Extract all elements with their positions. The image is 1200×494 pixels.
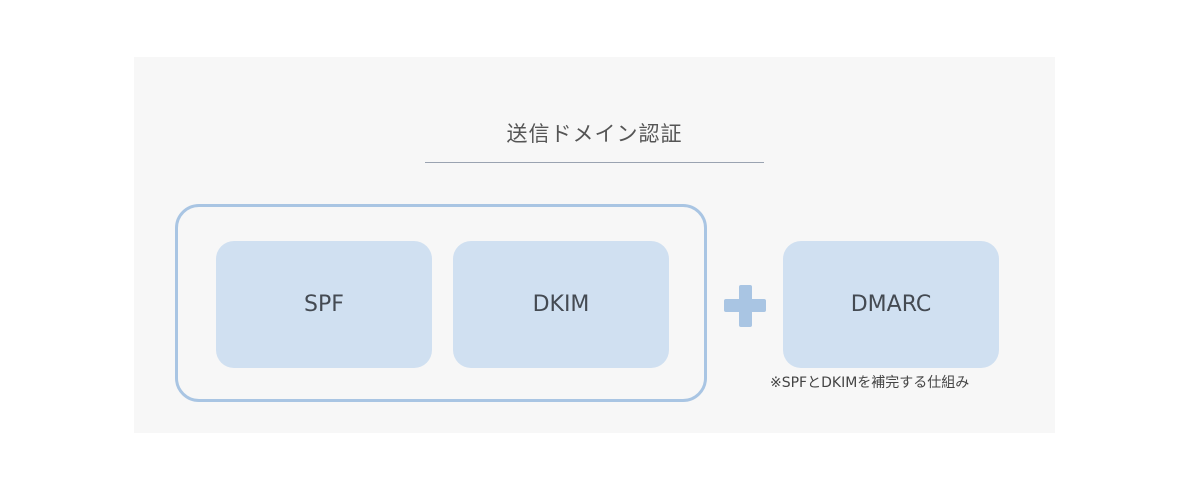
diagram-title: 送信ドメイン認証 — [506, 122, 683, 146]
spf-box: SPF — [216, 241, 432, 368]
spf-label: SPF — [304, 292, 344, 317]
dmarc-box: DMARC — [783, 241, 999, 368]
plus-icon — [724, 285, 766, 327]
dmarc-note: ※SPFとDKIMを補完する仕組み — [770, 375, 970, 391]
dmarc-label: DMARC — [850, 292, 932, 317]
plus-icon-vertical-bar — [739, 285, 752, 327]
title-underline — [425, 162, 764, 163]
dkim-box: DKIM — [453, 241, 669, 368]
spf-dkim-group-frame — [175, 204, 707, 402]
dkim-label: DKIM — [532, 292, 590, 317]
